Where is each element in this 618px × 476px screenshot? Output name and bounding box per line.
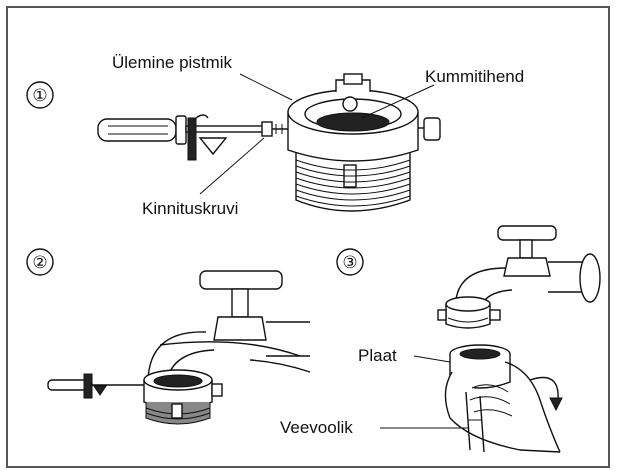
label-fixing-screw: Kinnituskruvi [142, 199, 238, 218]
step-2-illustration: ② [26, 248, 311, 425]
step-3-circle [336, 248, 364, 276]
step-1-illustration: ① [26, 53, 524, 218]
faucet-handle [199, 270, 283, 290]
rotation-arrow-icon [187, 117, 197, 161]
step-2-circle [26, 248, 54, 276]
faucet-valve-nut [213, 316, 267, 341]
label-plate: Plaat [358, 346, 397, 365]
screwdriver-shaft [185, 125, 265, 133]
step-1-number: ① [32, 86, 47, 106]
rotation-arrow-icon-3 [529, 376, 559, 401]
rotation-arrow-icon-2 [83, 373, 93, 399]
step-3-illustration: ③ Plaat [280, 225, 601, 453]
step-2-number: ② [32, 253, 47, 273]
side-screw-knob [423, 117, 441, 141]
step-3-number: ③ [342, 253, 357, 273]
faucet-handle-3 [497, 225, 557, 241]
water-hose [465, 391, 471, 451]
rubber-gasket [316, 112, 390, 132]
wall-flange [579, 253, 601, 303]
label-water-hose: Veevoolik [280, 418, 353, 437]
label-upper-fitting: Ülemine pistmik [112, 53, 232, 72]
screwdriver-handle [97, 118, 177, 142]
step-1-circle [26, 81, 54, 109]
label-rubber-gasket: Kummitihend [425, 67, 524, 86]
fixing-screw [261, 121, 273, 137]
